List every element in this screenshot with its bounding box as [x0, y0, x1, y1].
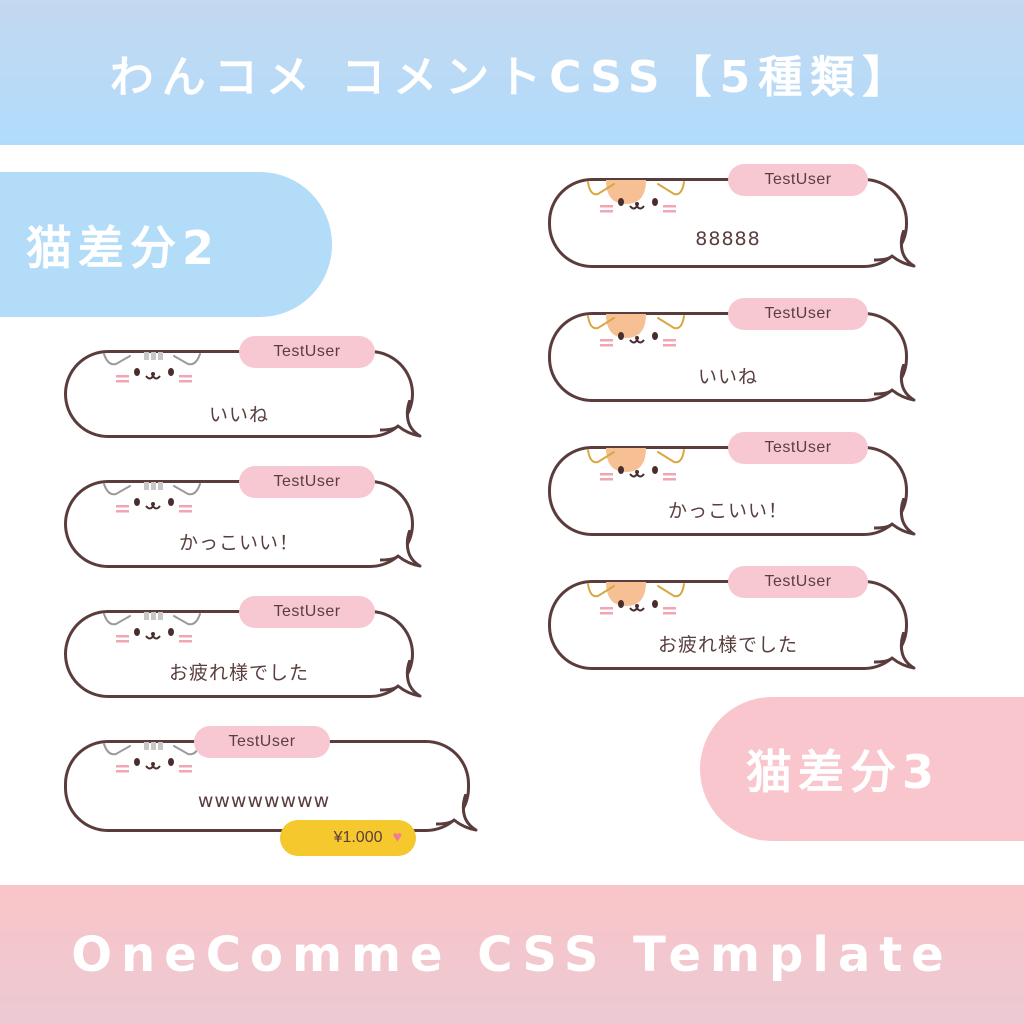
header-banner: わんコメ コメントCSS【5種類】	[0, 0, 1024, 145]
comment-text: wwwwwwww	[197, 790, 331, 812]
comment-bubble: TestUser いいね	[64, 336, 424, 444]
cat-face-gray-icon	[103, 611, 201, 644]
username-tag: TestUser	[728, 432, 868, 464]
comment-bubble: TestUser 88888	[548, 164, 918, 272]
username-tag: TestUser	[728, 164, 868, 196]
comment-bubble: TestUser いいね	[548, 298, 918, 406]
cat-face-gray-icon	[103, 741, 201, 774]
username-tag: TestUser	[239, 336, 375, 368]
cat-face-orange-icon	[587, 180, 685, 214]
comment-text: お疲れ様でした	[168, 662, 309, 684]
username-tag: TestUser	[728, 298, 868, 330]
comment-text: 88888	[695, 228, 761, 250]
comment-text: かっこいい！	[178, 532, 299, 554]
comment-text: いいね	[208, 404, 269, 426]
username-tag: TestUser	[728, 566, 868, 598]
cat-face-orange-icon	[587, 448, 685, 482]
cat-face-orange-icon	[587, 582, 685, 616]
username-tag: TestUser	[239, 466, 375, 498]
variant-label-cat-2: 猫差分2	[0, 172, 332, 317]
username-tag: TestUser	[194, 726, 330, 758]
footer-banner: OneComme CSS Template	[0, 885, 1024, 1024]
comment-bubble: TestUser かっこいい！	[64, 466, 424, 574]
comment-bubble-donation: TestUser wwwwwwww ¥1.000 ♥	[64, 726, 484, 860]
comment-text: かっこいい！	[667, 500, 788, 522]
comment-text: いいね	[697, 366, 758, 388]
cat-face-orange-icon	[587, 314, 685, 348]
comment-bubble: TestUser お疲れ様でした	[548, 566, 918, 674]
variant-label-cat-3: 猫差分3	[700, 697, 1024, 841]
page-title: わんコメ コメントCSS【5種類】	[109, 51, 915, 103]
heart-icon: ♥	[392, 829, 403, 846]
comment-text: お疲れ様でした	[657, 634, 798, 656]
comment-bubble: TestUser かっこいい！	[548, 432, 918, 540]
footer-title: OneComme CSS Template	[71, 926, 953, 983]
cat-face-gray-icon	[103, 481, 201, 514]
donation-badge: ¥1.000 ♥	[280, 820, 416, 856]
comment-bubble: TestUser お疲れ様でした	[64, 596, 424, 704]
cat-face-gray-icon	[103, 351, 201, 384]
username-tag: TestUser	[239, 596, 375, 628]
donation-amount: ¥1.000	[333, 829, 383, 846]
